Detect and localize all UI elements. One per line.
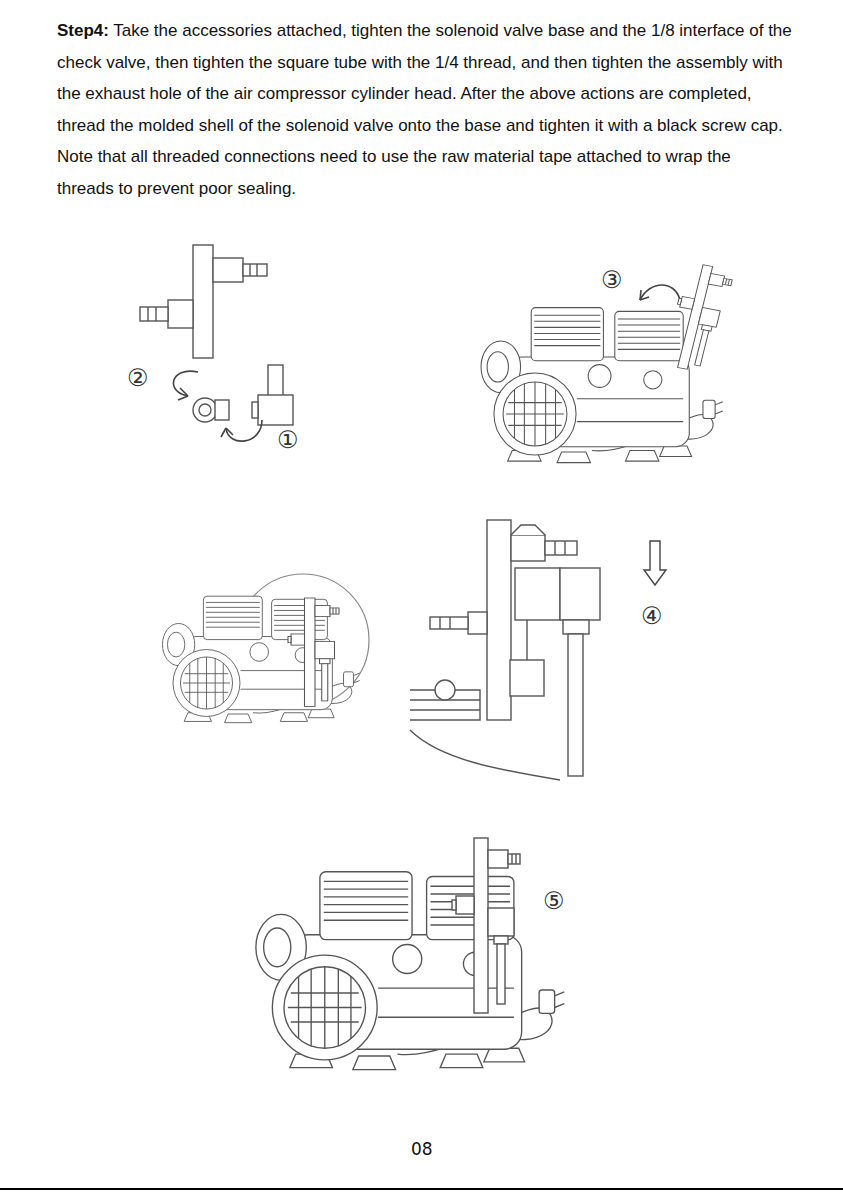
callout-number: ⑤ <box>543 889 565 913</box>
fitting-parts <box>140 245 293 425</box>
fitting-parts <box>252 402 258 418</box>
fitting-parts <box>199 404 211 416</box>
fitting-parts <box>213 258 243 282</box>
zoom-detail <box>410 730 560 780</box>
fitting-parts <box>168 300 193 328</box>
zoom-detail <box>435 680 455 700</box>
callout-number: ① <box>277 428 299 452</box>
valve-assembly <box>288 598 339 707</box>
zoom-detail <box>511 525 545 535</box>
fitting-parts <box>268 365 283 397</box>
fitting-parts <box>193 245 213 358</box>
fitting-parts <box>193 398 217 422</box>
zoom-detail <box>564 541 565 555</box>
fitting-parts <box>147 307 148 321</box>
zoom-detail <box>449 617 450 629</box>
zoom-detail <box>410 520 600 780</box>
zoom-detail <box>439 617 440 629</box>
zoom-detail <box>515 568 560 620</box>
air-compressor <box>256 872 564 1070</box>
air-compressor <box>481 262 735 463</box>
zoom-detail <box>563 620 589 634</box>
air-compressor <box>256 838 564 1070</box>
step-heading: Step4: <box>57 21 109 40</box>
fitting-parts <box>258 395 293 425</box>
callout-number: ④ <box>641 604 663 628</box>
valve-assembly <box>663 262 735 373</box>
zoom-detail <box>487 520 511 720</box>
fitting-parts <box>243 264 267 276</box>
zoom-detail <box>510 660 544 696</box>
zoom-detail <box>568 634 583 776</box>
callout-number: ③ <box>601 268 623 292</box>
air-compressor <box>162 574 369 723</box>
turn-arrow <box>173 371 198 396</box>
valve-assembly <box>452 838 520 1013</box>
fitting-parts <box>249 264 250 276</box>
air-compressor <box>162 596 359 722</box>
page-number: 08 <box>411 1141 433 1158</box>
zoom-detail <box>511 535 545 561</box>
zoom-detail <box>560 568 600 620</box>
down-arrow <box>644 541 666 585</box>
zoom-detail <box>554 541 555 555</box>
turn-arrow <box>226 420 262 441</box>
zoom-detail <box>526 620 527 660</box>
zoom-detail <box>410 709 480 710</box>
turn-arrow <box>178 388 188 400</box>
fitting-parts <box>140 307 168 321</box>
zoom-detail <box>545 541 577 555</box>
instruction-paragraph: Step4:Take the accessories attached, tig… <box>57 15 792 204</box>
turn-arrow <box>640 285 680 300</box>
fitting-parts <box>215 400 229 420</box>
zoom-detail <box>468 612 487 634</box>
turn-arrow <box>221 428 233 437</box>
fitting-parts <box>256 264 257 276</box>
zoom-detail <box>430 617 468 629</box>
instruction-text: Take the accessories attached, tighten t… <box>57 21 792 198</box>
turn-arrow <box>640 290 649 300</box>
fitting-parts <box>155 307 156 321</box>
page-rule <box>0 1188 843 1190</box>
callout-number: ② <box>127 366 149 390</box>
